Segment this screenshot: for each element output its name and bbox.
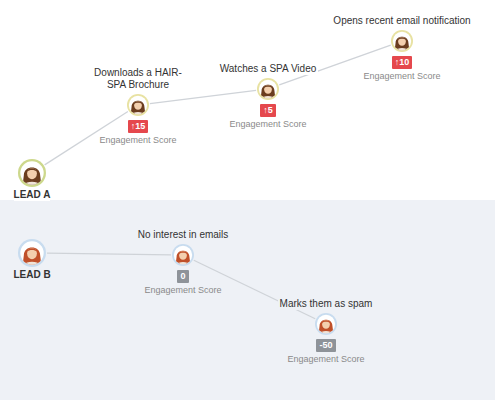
score-label: Engagement Score: [97, 135, 178, 146]
avatar-icon: [315, 313, 337, 335]
path-connector: [47, 253, 171, 255]
lead-step: Watches a SPA Video ↑5Engagement Score: [218, 63, 319, 130]
lead-step: Marks them as spam -50Engagement Score: [278, 298, 375, 365]
avatar-icon: [127, 94, 149, 116]
path-connector: [150, 90, 256, 103]
lead-step: Opens recent email notification ↑10Engage…: [331, 15, 472, 82]
avatar-icon: [172, 244, 194, 266]
lead-step: LEAD B: [13, 239, 50, 281]
lead-step: LEAD A: [14, 159, 51, 201]
lead-step: Downloads a HAIR-SPA Brochure ↑15Engageme…: [84, 67, 192, 146]
step-title: Watches a SPA Video: [218, 63, 319, 75]
avatar-icon: [18, 159, 46, 187]
score-label: Engagement Score: [361, 71, 442, 82]
score-label: Engagement Score: [227, 119, 308, 130]
avatar-icon: [18, 239, 46, 267]
step-title: Downloads a HAIR-SPA Brochure: [84, 67, 192, 91]
score-badge: ↑15: [128, 120, 149, 133]
score-badge: ↑10: [392, 56, 413, 69]
score-badge: -50: [316, 339, 335, 352]
avatar-icon: [391, 30, 413, 52]
step-title: Opens recent email notification: [331, 15, 472, 27]
step-title: Marks them as spam: [278, 298, 375, 310]
score-badge: 0: [177, 270, 188, 283]
score-badge: ↑5: [260, 104, 276, 117]
lead-name: LEAD A: [14, 189, 51, 201]
avatar-icon: [257, 78, 279, 100]
score-label: Engagement Score: [285, 354, 366, 365]
score-label: Engagement Score: [142, 285, 223, 296]
lead-step: No interest in emails 0Engagement Score: [136, 229, 231, 296]
step-title: No interest in emails: [136, 229, 231, 241]
lead-name: LEAD B: [13, 269, 50, 281]
lead-b-band: [0, 200, 495, 400]
